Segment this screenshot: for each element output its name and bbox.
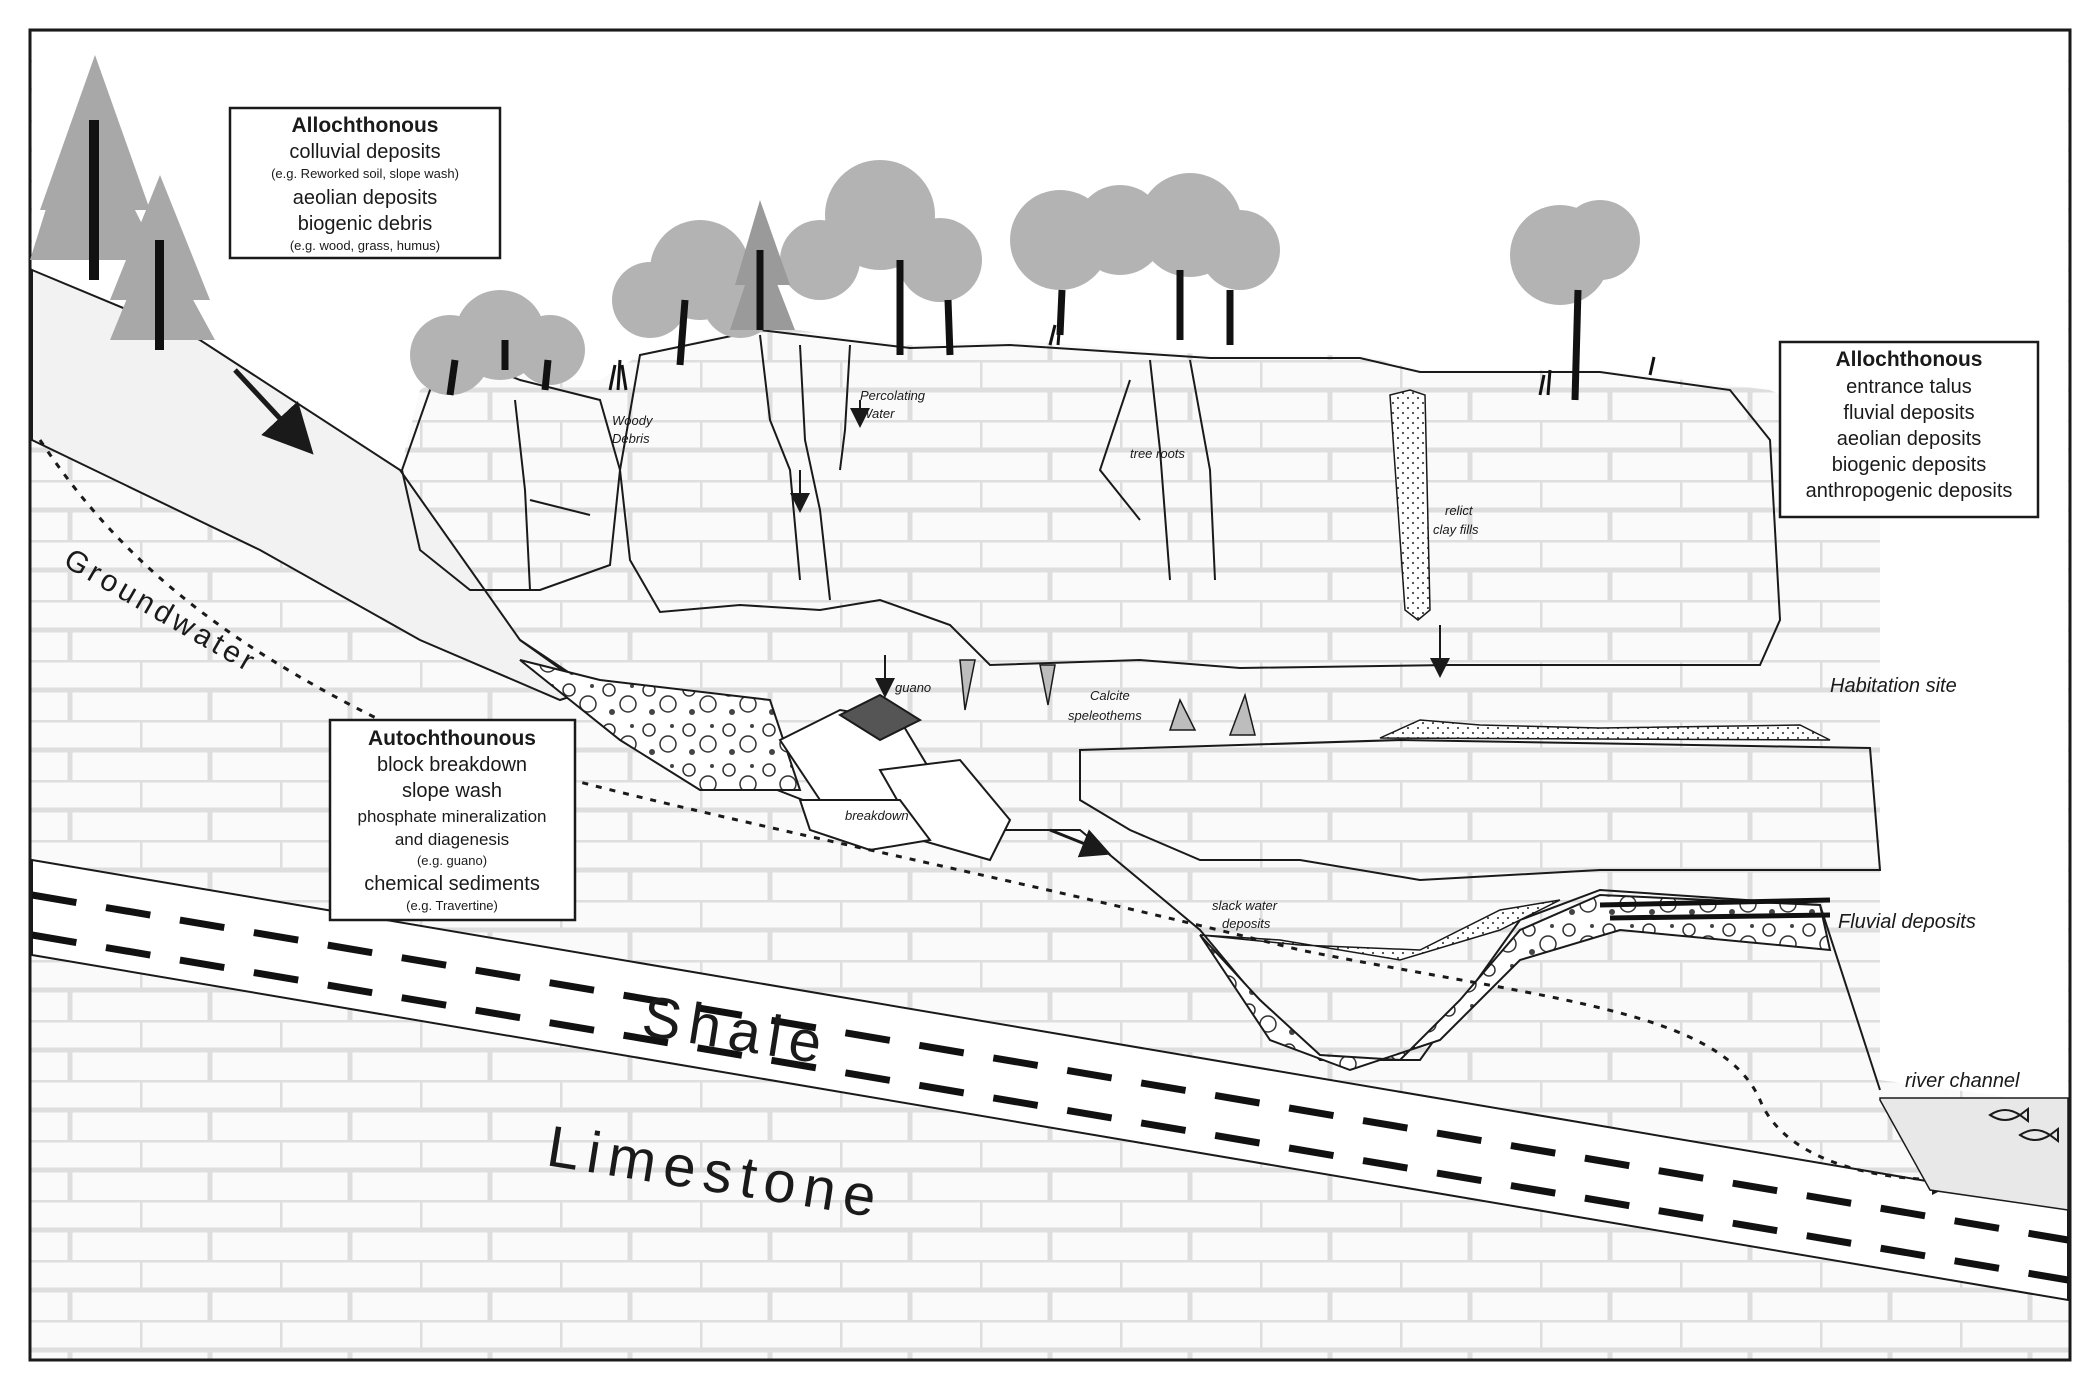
grass-tufts: [608, 319, 1656, 396]
legend-line: biogenic debris: [298, 213, 433, 235]
fluvial-dark-layers: [1599, 897, 1831, 921]
legend-line: slope wash: [402, 780, 502, 802]
relict-clay-label: clay fills: [1433, 522, 1479, 537]
percolating-water-label: Percolating: [860, 388, 926, 403]
tree-icon: [30, 55, 1656, 401]
river-channel-label: river channel: [1905, 1070, 2020, 1092]
legend-line: biogenic deposits: [1832, 454, 1987, 476]
legend-title: Allochthonous: [292, 114, 439, 137]
legend-title: Autochthounous: [368, 727, 536, 750]
legend-line: colluvial deposits: [289, 141, 440, 163]
legend-line: (e.g. Travertine): [406, 898, 498, 913]
woody-debris-label: Woody: [612, 413, 654, 428]
habitation-sediment: [1379, 719, 1831, 741]
fluvial-deposit: [1199, 893, 1832, 1072]
breakdown-blocks: [778, 693, 1012, 862]
fractures: [514, 334, 1216, 601]
legend-line: aeolian deposits: [293, 187, 438, 209]
legend-line: phosphate mineralization: [357, 807, 546, 826]
speleothems: [959, 659, 1256, 736]
legend-line: anthropogenic deposits: [1806, 480, 2013, 502]
habitation-site-label: Habitation site: [1830, 675, 1957, 697]
legend-line: block breakdown: [377, 754, 527, 776]
legend-line: (e.g. wood, grass, humus): [290, 238, 440, 253]
guano-label: guano: [895, 680, 931, 695]
woody-debris-label: Debris: [612, 431, 650, 446]
legend-line: entrance talus: [1846, 376, 1972, 398]
legend-line: (e.g. guano): [417, 853, 487, 868]
legend-line: aeolian deposits: [1837, 428, 1982, 450]
slack-water-label: slack water: [1212, 898, 1278, 913]
fish-icon: [1988, 1107, 2059, 1143]
percolating-water-label: Water: [860, 406, 895, 421]
slack-water-fill: [1199, 899, 1561, 961]
breakdown-gravel: [519, 659, 802, 791]
flow-arrows: [233, 368, 1450, 858]
calcite-label: Calcite: [1090, 688, 1130, 703]
legend-line: (e.g. Reworked soil, slope wash): [271, 166, 459, 181]
slack-water-label: deposits: [1222, 916, 1271, 931]
relict-clay-fill: [1389, 389, 1431, 621]
legend-line: and diagenesis: [395, 830, 509, 849]
legend-line: chemical sediments: [364, 873, 540, 895]
calcite-label: speleothems: [1068, 708, 1142, 723]
groundwater-line: [38, 439, 1962, 1195]
tree-roots-label: tree roots: [1130, 446, 1185, 461]
shale-dashes: [31, 891, 2069, 1284]
legend-allochthonous-top: Allochthonous colluvial deposits (e.g. R…: [228, 106, 502, 260]
river-channel: [1879, 1097, 2069, 1211]
legend-allochthonous-right: Allochthonous entrance talus fluvial dep…: [1778, 340, 2040, 519]
legend-autochthounous: Autochthounous block breakdown slope was…: [328, 718, 577, 922]
lower-bedrock-ledge: [1079, 738, 1882, 882]
breakdown-label: breakdown: [845, 808, 909, 823]
relict-clay-label: relict: [1445, 503, 1474, 518]
upper-bedrock-block: [618, 328, 1782, 670]
legend-title: Allochthonous: [1836, 348, 1983, 371]
shale-band: [31, 858, 2069, 1302]
fluvial-deposits-label: Fluvial deposits: [1838, 911, 1976, 933]
legend-line: fluvial deposits: [1843, 402, 1974, 424]
